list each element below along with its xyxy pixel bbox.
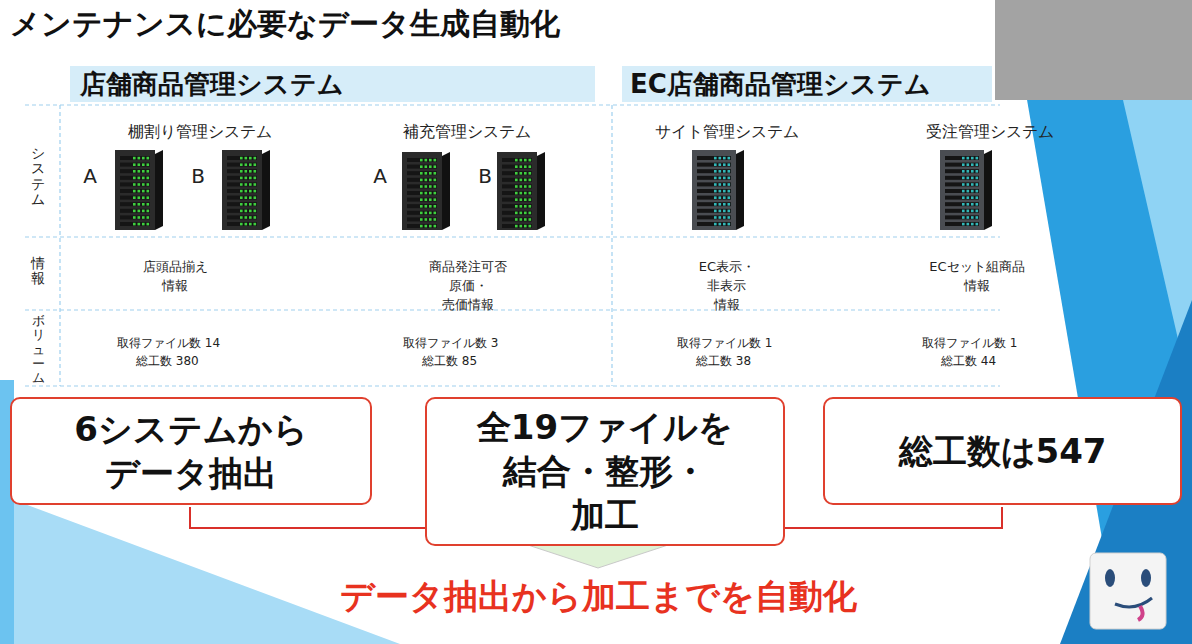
server-letter: A: [373, 162, 387, 191]
column-heading: 棚割り管理システム: [128, 120, 272, 143]
volume-cell: 取得ファイル数 14: [117, 335, 220, 352]
server-icon: [497, 152, 545, 230]
info-cell: 店頭品揃え 情報: [143, 258, 208, 296]
row-heading: システム: [31, 146, 45, 208]
info-cell: EC表示・非表示 情報: [699, 258, 755, 315]
row-heading: ボリューム: [32, 314, 45, 385]
server-letter: A: [83, 162, 97, 191]
grey-block: [995, 0, 1192, 100]
volume-cell: 取得ファイル数 3: [403, 335, 498, 352]
section-heading: 店舗商品管理システム: [80, 70, 344, 99]
volume-cell: 総工数 85: [422, 353, 477, 370]
section-band: EC店舗商品管理システム: [622, 66, 992, 102]
summary-text: 6システムから データ抽出: [74, 407, 308, 495]
info-cell: ECセット組商品 情報: [929, 258, 1024, 296]
summary-text: 全19ファイルを 結合・整形・加工: [477, 405, 733, 538]
volume-cell: 総工数 380: [136, 353, 199, 370]
server-icon: [402, 152, 450, 230]
summary-box: 全19ファイルを 結合・整形・加工: [425, 397, 785, 546]
server-icon: [115, 150, 163, 230]
server-icon: [222, 150, 270, 230]
column-heading: 補充管理システム: [403, 120, 531, 143]
slide-title: メンテナンスに必要なデータ生成自動化: [10, 4, 560, 45]
volume-cell: 取得ファイル数 1: [677, 335, 772, 352]
section-band: 店舗商品管理システム: [70, 66, 595, 102]
server-icons: [115, 150, 992, 230]
column-heading: サイト管理システム: [655, 120, 799, 143]
server-icon: [940, 150, 992, 230]
section-heading: EC店舗商品管理システム: [630, 70, 931, 99]
volume-cell: 総工数 44: [941, 353, 996, 370]
left-wedge: [14, 500, 400, 644]
info-cell: 商品発注可否 原価・売価情報: [429, 258, 507, 315]
server-letter: B: [478, 162, 492, 191]
server-letter: B: [191, 162, 205, 191]
summary-box: 総工数は547: [823, 397, 1182, 505]
volume-cell: 取得ファイル数 1: [922, 335, 1017, 352]
grid-lines: [25, 105, 1000, 386]
column-heading: 受注管理システム: [926, 120, 1054, 143]
volume-cell: 総工数 38: [696, 353, 751, 370]
row-heading: 情報: [31, 256, 45, 287]
summary-box: 6システムから データ抽出: [10, 397, 372, 505]
face-icon: [1090, 553, 1166, 629]
conclusion-text: データ抽出から加工までを自動化: [340, 572, 857, 621]
server-icon: [692, 150, 744, 230]
summary-text: 総工数は547: [899, 429, 1107, 473]
